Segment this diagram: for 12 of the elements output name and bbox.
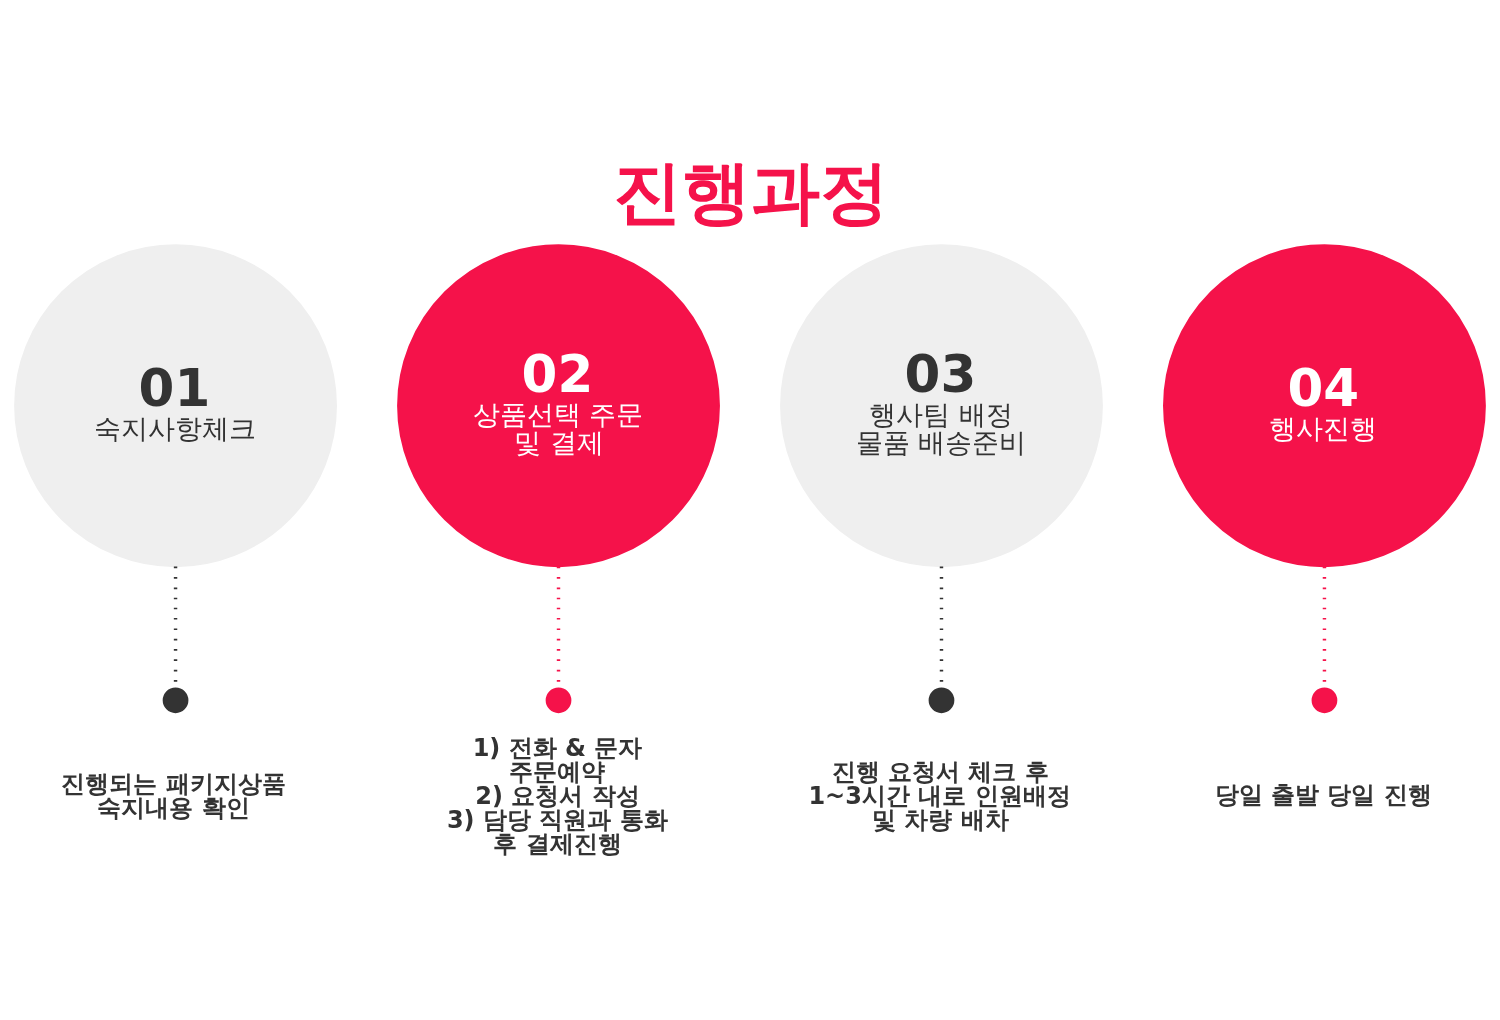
node-circle: 04 행사진행 [1163,243,1486,567]
diagram-title: 진행과정 [612,151,889,232]
node-label: 진행되는 패키지상품 숙지내용 확인 [61,769,286,822]
node-label: 당일 출발 당일 진행 [1214,780,1432,809]
node-circle: 03 행사팀 배정 물품 배송준비 [780,243,1103,567]
node-label: 진행 요청서 체크 후 1~3시간 내로 인원배정 및 차량 배차 [808,757,1071,834]
node-circle [545,686,572,713]
node-circle [1311,686,1338,713]
node-circle [162,686,189,713]
node-circle: 01 숙지사항체크 [14,243,337,567]
node-circle: 02 상품선택 주문 및 결제 [397,243,720,567]
node-circle [928,686,955,713]
